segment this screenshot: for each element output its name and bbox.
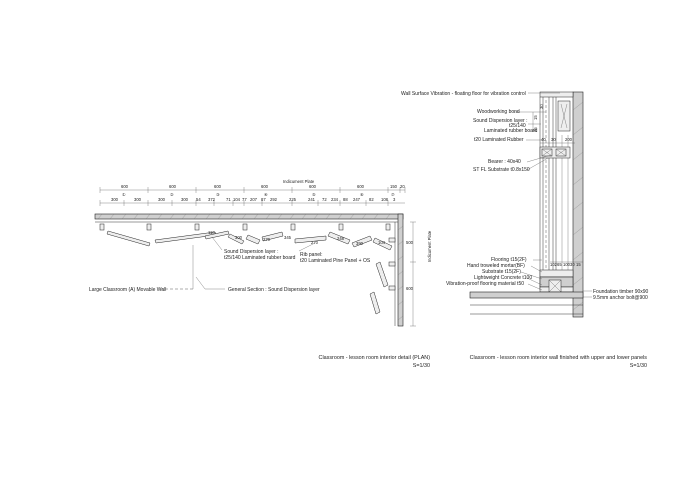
plan-grid-2: ②: [170, 192, 174, 197]
section-label-foundation: Foundation timber 90x90: [593, 289, 649, 295]
plan-grid-1: ①: [122, 192, 126, 197]
plan-label-rib: Rib panel:: [300, 252, 323, 258]
section-label-rubber: t20 Laminated Rubber: [474, 137, 524, 143]
plan-side-axis-label: Indicument Plate: [427, 230, 432, 262]
plan-label-rib-2: t20 Laminated Pine Panel + OS: [300, 258, 371, 264]
section-dim-bot-1: 102: [550, 262, 558, 267]
plan-dim-top-6: 600: [357, 184, 365, 189]
section-label-flooring: Flooring t15(2F): [491, 257, 527, 263]
section-caption: Classroom - lesson room interior wall fi…: [470, 355, 648, 361]
section-layers: [539, 97, 569, 290]
plan-dim-mid-5: 54: [196, 197, 201, 202]
plan-grid-3: ③: [216, 192, 220, 197]
section-dim-side-1: 15: [533, 115, 538, 120]
plan-dim-mid-2: 300: [134, 197, 142, 202]
plan-panel-dim-2: 300: [235, 235, 243, 240]
section-label-substrate: ST FL Substrate t0.8x150: [473, 167, 530, 173]
plan-axis-label: Indicument Plate: [283, 179, 315, 184]
plan-panel-dim-1: 110: [208, 230, 215, 235]
plan-grid-5: ⑤: [312, 192, 316, 197]
plan-dim-mid-8: 104: [233, 197, 241, 202]
plan-grid-4: ④: [264, 192, 268, 197]
plan-dim-mid-11: 87: [261, 197, 266, 202]
section-scale: S=1/30: [630, 363, 647, 369]
plan-dim-mid-17: 88: [343, 197, 348, 202]
plan-dim-mid-20: 108: [381, 197, 389, 202]
plan-dim-mid-13: 225: [289, 197, 297, 202]
plan-dim-mid-12: 292: [270, 197, 278, 202]
plan-grid-7: ⑦: [391, 192, 395, 197]
plan-caption: Classroom - lesson room interior detail …: [319, 355, 431, 361]
plan-scale: S=1/30: [413, 363, 430, 369]
section-dim-top-2: 30: [551, 137, 556, 142]
plan-dim-mid-4: 300: [181, 197, 189, 202]
plan-dim-top-5: 600: [309, 184, 317, 189]
section-label-sound-2: t25/140: [509, 123, 526, 129]
plan-dim-mid-7: 71: [226, 197, 231, 202]
plan-dim-top-2: 600: [169, 184, 177, 189]
plan-label-sound-2: t25/140 Laminated rubber board: [224, 255, 296, 261]
plan-grid-6: ⑥: [360, 192, 364, 197]
section-drawing: 40 30 200 15 25 30 102 65 100 30 15: [469, 91, 592, 318]
plan-dim-top-4: 600: [261, 184, 269, 189]
section-dim-bot-3: 100: [563, 262, 571, 267]
plan-dim-mid-1: 300: [111, 197, 119, 202]
plan-label-sound: Sound Dispersion layer :: [224, 249, 278, 255]
section-label-sound-3: Laminated rubber board: [484, 128, 538, 134]
section-label-concrete: Lightweight Concrete t100: [474, 275, 532, 281]
section-label-bearer: Bearer : 40x40: [488, 159, 521, 165]
plan-panel-dim-6: 248: [337, 236, 345, 241]
plan-dim-top-3: 600: [214, 184, 222, 189]
plan-dim-top-7: 150: [390, 184, 398, 189]
plan-dim-mid-16: 234: [331, 197, 339, 202]
plan-panel-dim-4: 345: [284, 235, 292, 240]
section-dim-bot-5: 15: [576, 262, 581, 267]
plan-panel-dim-7: 390: [356, 241, 364, 246]
plan-side-dim-2: 600: [406, 286, 414, 291]
section-dim-side-2: 25: [533, 127, 538, 132]
plan-wall: [94, 213, 404, 327]
section-label-anchor: 9.5mm anchor bolt@900: [593, 295, 648, 301]
section-label-woodworking: Woodworking bond: [477, 109, 520, 115]
section-dim-bot-4: 30: [570, 262, 575, 267]
plan-columns: [99, 223, 396, 291]
plan-dim-mid-6: 372: [208, 197, 216, 202]
plan-dim-top-1: 600: [121, 184, 129, 189]
section-dim-top-1: 40: [541, 137, 546, 142]
plan-dim-mid-9: 77: [242, 197, 247, 202]
plan-dim-mid-10: 207: [250, 197, 258, 202]
plan-dim-mid-15: 72: [322, 197, 327, 202]
plan-dim-mid-21: 3: [393, 197, 396, 202]
section-label-vibration: Vibration-proof flooring material t50: [446, 281, 524, 287]
plan-dim-mid-18: 247: [353, 197, 361, 202]
plan-dim-mid-3: 300: [158, 197, 166, 202]
section-label-substrate-2: Substrate t15(2F): [482, 269, 521, 275]
section-dim-bot-2: 65: [557, 262, 562, 267]
plan-side-dim-1: 500: [406, 240, 414, 245]
plan-label-general: General Section : Sound Dispersion layer: [228, 287, 320, 293]
section-label-mortar: Hand troweled mortar(BF): [467, 263, 525, 269]
section-label-wall: Wall Surface Vibration - floating floor …: [401, 91, 526, 97]
plan-panel-dim-8: 104: [378, 240, 386, 245]
plan-drawing: Indicument Plate 600 600 600 600 600 600…: [89, 179, 432, 327]
section-dim-top-3: 200: [565, 137, 573, 142]
section-label-sound: Sound Dispersion layer :: [473, 118, 527, 124]
plan-panel-dim-3: 270: [263, 237, 271, 242]
section-dim-side-3: 30: [539, 104, 544, 109]
plan-dim-top-8: 20: [400, 184, 405, 189]
plan-dim-mid-19: 82: [369, 197, 374, 202]
plan-dim-mid-14: 241: [308, 197, 316, 202]
plan-angled-panels: [106, 230, 393, 315]
plan-panel-dim-5: 270: [311, 240, 319, 245]
plan-label-classroom: Large Classroom (A) Movable Wall: [89, 287, 166, 293]
